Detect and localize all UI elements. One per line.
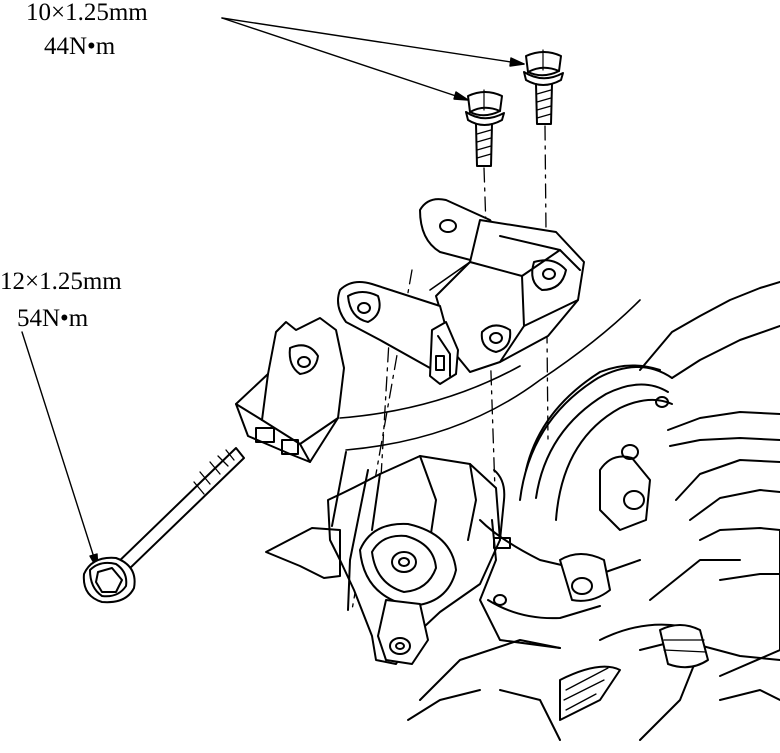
- through-bolt: [82, 447, 245, 604]
- reference-curves: [339, 261, 641, 451]
- upper-bolt-size-label: 10×1.25mm: [26, 0, 148, 26]
- engine-block-right: [407, 281, 780, 741]
- through-bolt-torque-label: 54N•m: [17, 305, 89, 332]
- upper-bolt-left: [465, 89, 505, 167]
- engine-mount-lower: [265, 451, 501, 665]
- arrowhead: [509, 57, 525, 67]
- mount-bracket: [337, 198, 585, 385]
- leader-lines: [21, 17, 525, 571]
- arrowhead: [453, 91, 469, 101]
- upper-bolt-right: [523, 49, 564, 125]
- leader-line-upper-bolt-2: [221, 17, 525, 65]
- stopper-block: [235, 317, 345, 463]
- through-bolt-size-label: 12×1.25mm: [0, 268, 122, 295]
- transmission-housing: [479, 364, 673, 649]
- leader-line-through-bolt: [21, 331, 99, 571]
- upper-bolt-torque-label: 44N•m: [44, 33, 116, 60]
- leader-line-upper-bolt-1: [221, 17, 469, 101]
